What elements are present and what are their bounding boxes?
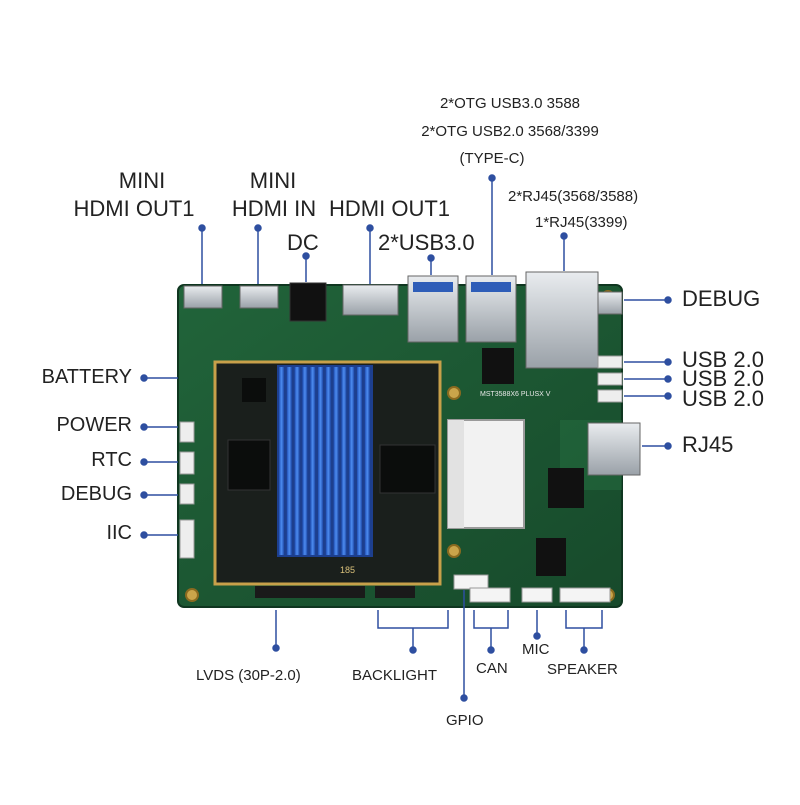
label-mini-hdmi-in-line1: MINI xyxy=(249,168,297,193)
label-type-c: (TYPE-C) xyxy=(459,150,525,167)
heatsink-fin xyxy=(318,367,323,555)
label-mini-hdmi-out-line2: HDMI OUT1 xyxy=(73,196,195,221)
label-mini-hdmi-out-line1: MINI xyxy=(118,168,166,193)
label-debug-right: DEBUG xyxy=(682,286,761,311)
label-rtc: RTC xyxy=(91,449,132,471)
heatsink-fin xyxy=(294,367,300,555)
label-gpio: GPIO xyxy=(446,712,484,729)
board-model-silkscreen: MST3588X6 PLUSX V xyxy=(480,391,551,398)
label-usb3-dual: 2*USB3.0 xyxy=(378,230,475,255)
label-speaker: SPEAKER xyxy=(547,661,618,678)
heatsink-fin xyxy=(333,367,339,555)
label-usb2-c: USB 2.0 xyxy=(682,386,764,411)
mini-hdmi-in-connector xyxy=(239,285,279,309)
label-rj45-single: 1*RJ45(3399) xyxy=(535,214,628,231)
label-lvds: LVDS (30P-2.0) xyxy=(196,667,301,684)
label-iic: IIC xyxy=(106,522,132,544)
heatsink xyxy=(277,365,373,557)
heatsink-fin xyxy=(279,367,284,555)
label-mini-hdmi-in-line2: HDMI IN xyxy=(231,196,317,221)
speaker-header xyxy=(559,587,611,603)
dc-jack xyxy=(289,282,327,322)
heatsink-fin xyxy=(286,367,292,555)
heatsink-fin xyxy=(302,367,308,555)
usb2-header-c xyxy=(597,389,623,403)
label-can: CAN xyxy=(476,660,508,677)
label-mic: MIC xyxy=(522,641,550,658)
iic-header xyxy=(179,519,195,559)
heatsink-fin xyxy=(325,367,331,555)
label-rj45: RJ45 xyxy=(682,432,734,457)
label-rj45-dual: 2*RJ45(3568/3588) xyxy=(508,188,639,205)
leader-lines xyxy=(140,174,672,702)
usb2-header-a xyxy=(597,355,623,369)
label-debug-left: DEBUG xyxy=(60,483,132,505)
label-usb2-b: USB 2.0 xyxy=(682,366,764,391)
heatsink-fin xyxy=(364,367,370,555)
gpio-header xyxy=(453,574,489,590)
debug-header xyxy=(179,483,195,505)
can-header xyxy=(469,587,511,603)
rtc-header xyxy=(179,451,195,475)
hdmi-out-connector xyxy=(342,284,399,316)
backlight-header xyxy=(375,586,415,598)
label-dc: DC xyxy=(287,230,319,255)
mic-header xyxy=(521,587,553,603)
usb2-header-b xyxy=(597,372,623,386)
label-power: POWER xyxy=(56,414,132,436)
label-usb2-a: USB 2.0 xyxy=(682,347,764,372)
debug-typec-port xyxy=(597,291,623,315)
label-battery: BATTERY xyxy=(41,366,132,388)
heatsink-fin xyxy=(349,367,355,555)
heatsink-fin xyxy=(341,367,347,555)
power-header xyxy=(179,421,195,443)
rj45-dual-stack xyxy=(525,271,599,369)
label-otg-usb2: 2*OTG USB2.0 3568/3399 xyxy=(421,123,599,140)
heatsink-fin xyxy=(310,367,316,555)
mini-hdmi-out-connector xyxy=(183,285,223,309)
label-backlight: BACKLIGHT xyxy=(352,667,438,684)
label-hdmi-out: HDMI OUT1 xyxy=(329,196,450,221)
rj45-single-port xyxy=(587,422,641,476)
lvds-connector xyxy=(255,586,365,598)
heatsink-fin xyxy=(357,367,362,555)
label-otg-usb3: 2*OTG USB3.0 3588 xyxy=(439,95,581,112)
som-marking: 185 xyxy=(340,565,355,575)
